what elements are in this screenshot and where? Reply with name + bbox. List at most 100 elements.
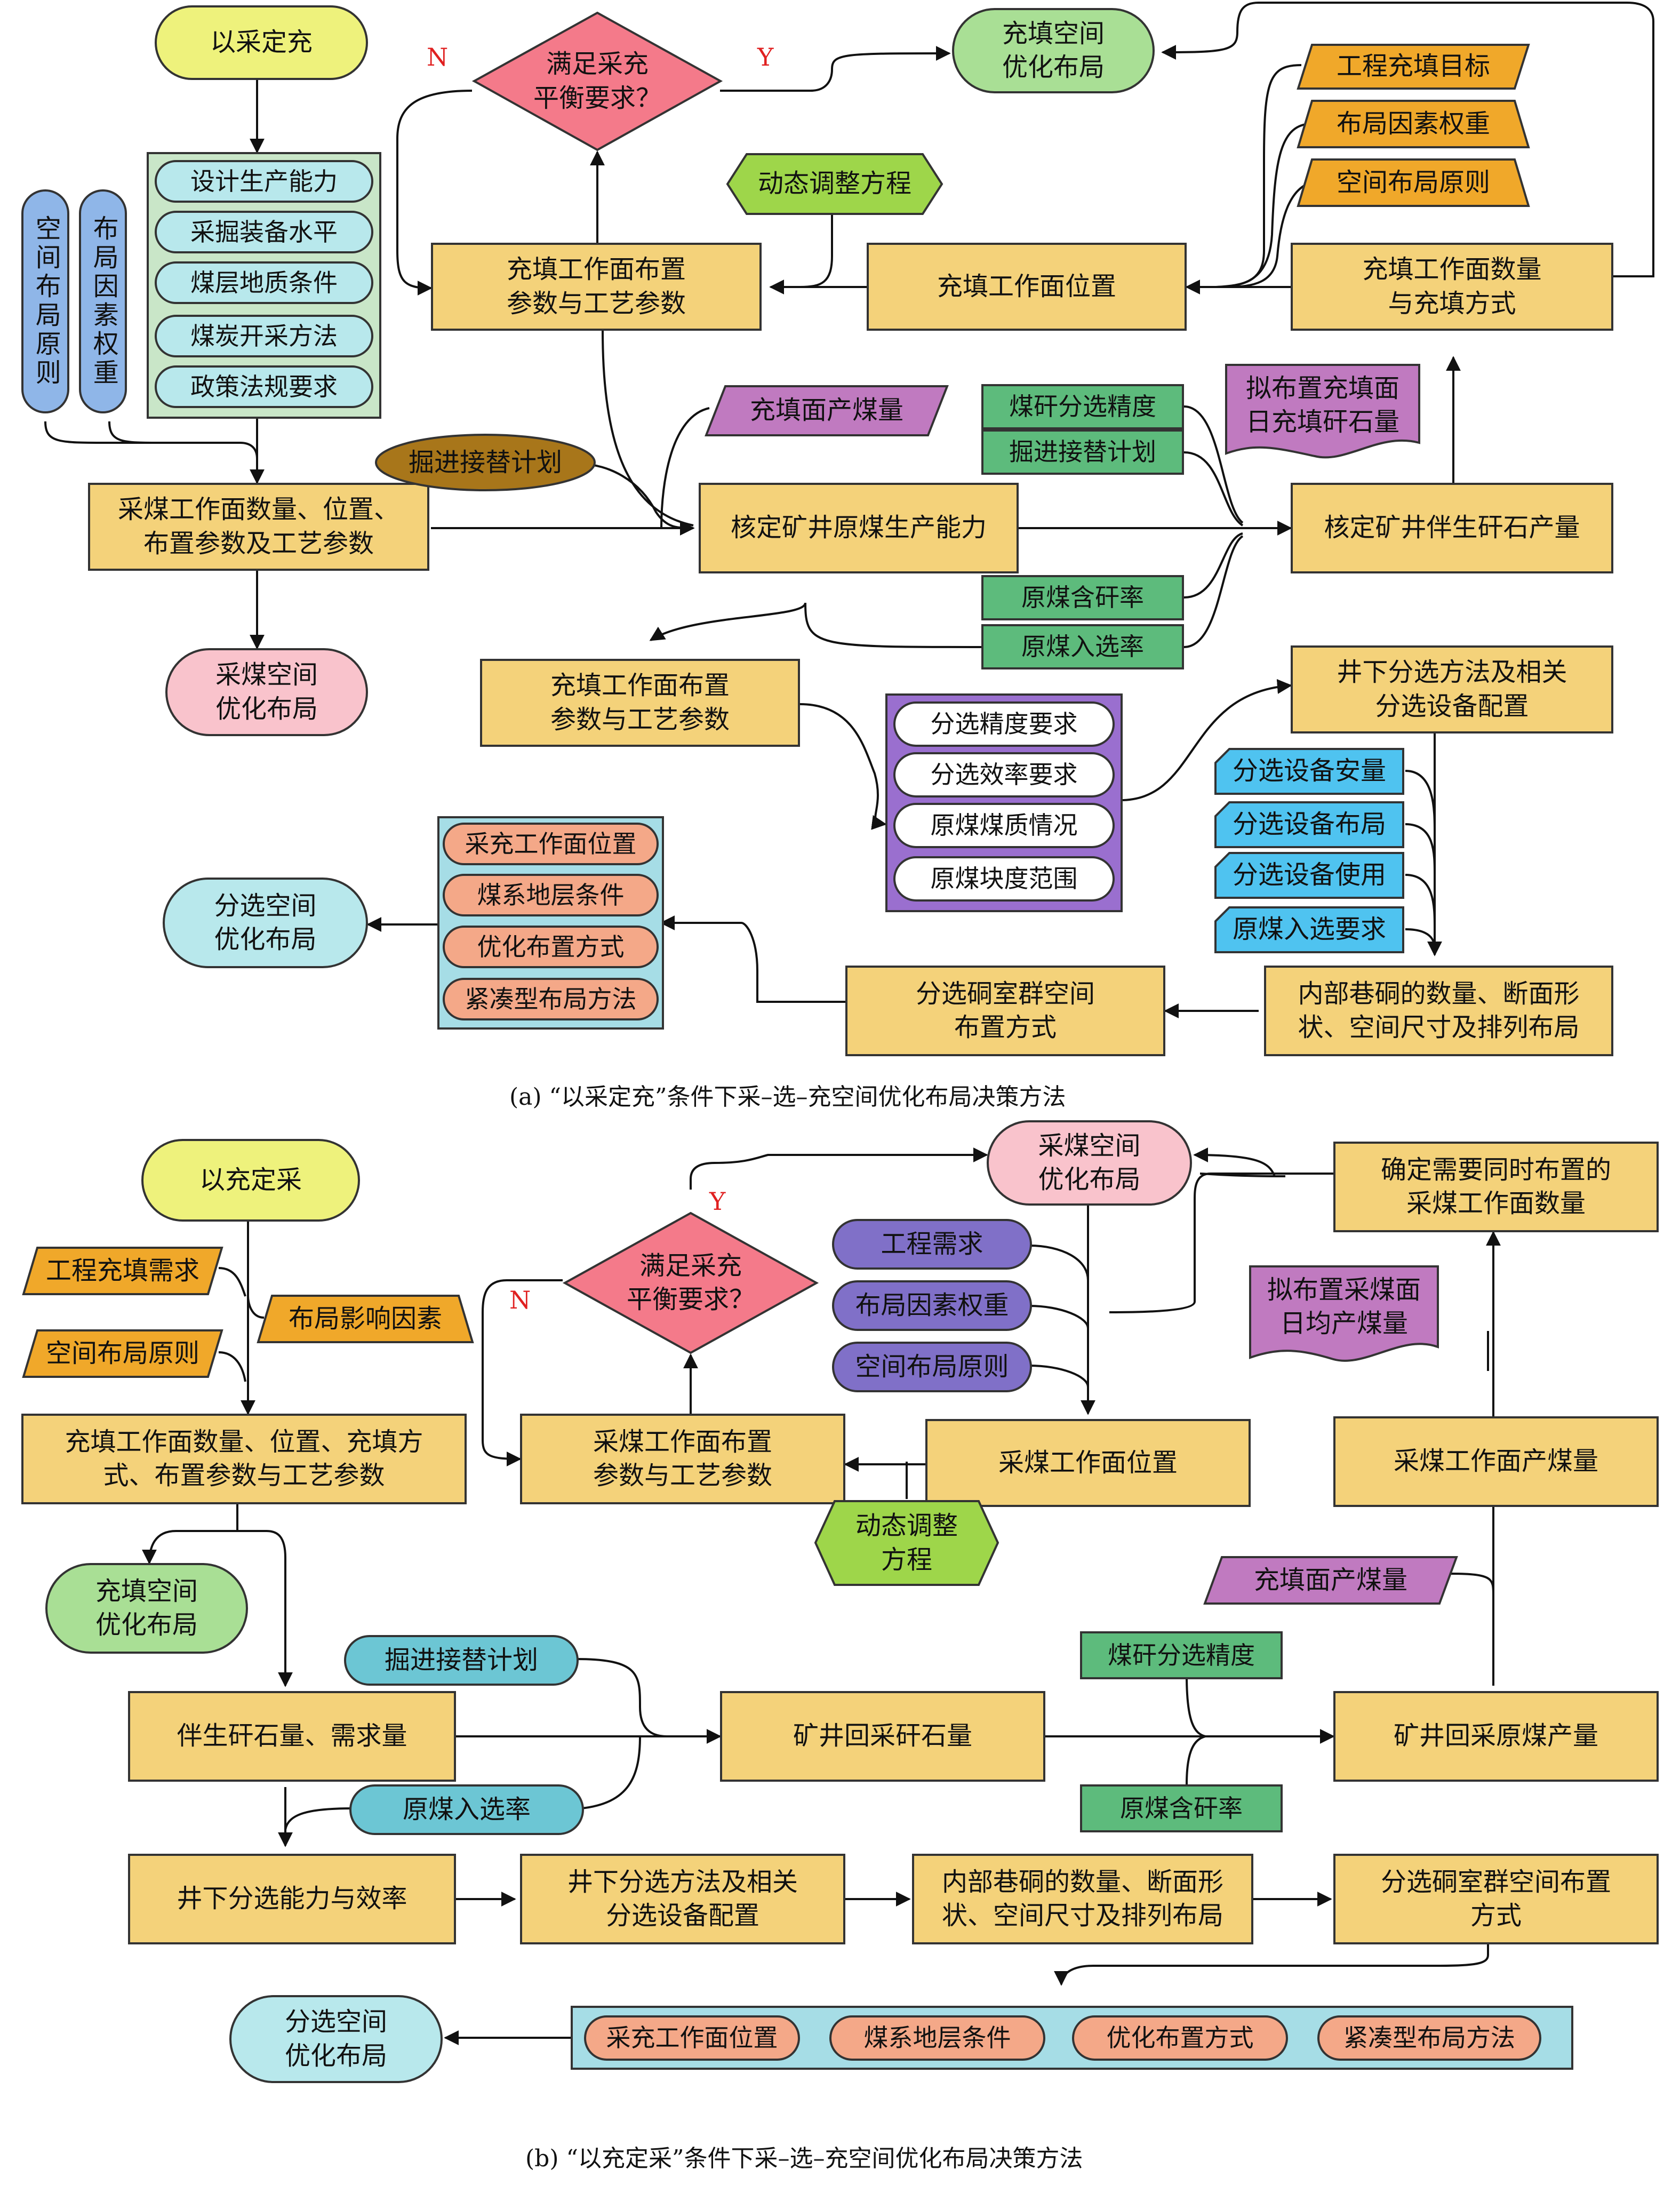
a-tunnels-box: 内部巷硐的数量、断面形 状、空间尺寸及排列布局: [1264, 966, 1613, 1056]
a-goal-3-trap: [1297, 158, 1530, 207]
a-sep-equip-4: 原煤入选要求: [1232, 914, 1386, 945]
b-driving-plan-oval: 掘进接替计划: [344, 1635, 579, 1686]
b-planned-daily-label: 拟布置采煤面 日均产煤量: [1267, 1274, 1421, 1338]
a-decision-label: 满足采充 平衡要求？: [533, 49, 661, 113]
b-opt-item-4: 紧凑型布局方法: [1317, 2015, 1541, 2061]
a-opt-item-4: 紧凑型布局方法: [443, 978, 659, 1020]
a-planned-daily-doc: [1225, 364, 1420, 459]
a-factor-5: 政策法规要求: [155, 365, 373, 408]
b-sep-method-box: 井下分选方法及相关 分选设备配置: [520, 1854, 845, 1944]
a-sep-optimal-terminal: 分选空间 优化布局: [163, 878, 368, 968]
a-decision-diamond: [471, 11, 723, 151]
a-opt-item-3: 优化布置方式: [443, 926, 659, 968]
b-start-terminal: 以充定采: [141, 1139, 360, 1222]
b-mining-optimal-terminal: 采煤空间 优化布局: [987, 1120, 1192, 1206]
a-goal-2-trap: [1297, 100, 1530, 148]
a-sep-equip-1-shape: [1214, 748, 1404, 795]
b-fill-output-para: [1203, 1556, 1458, 1605]
b-opt-item-1: 采充工作面位置: [584, 2015, 800, 2061]
b-recovered-gangue-box: 矿井回采矸石量: [720, 1691, 1045, 1782]
a-opt-item-2: 煤系地层条件: [443, 874, 659, 916]
b-fill-optimal-terminal: 充填空间 优化布局: [45, 1563, 248, 1654]
a-sep-equip-3: 分选设备使用: [1232, 860, 1386, 890]
a-sep-equip-4-shape: [1214, 906, 1404, 953]
b-gangue-demand-box: 伴生矸石量、需求量: [128, 1691, 456, 1782]
a-mining-layout-box: 采煤工作面数量、位置、 布置参数及工艺参数: [88, 483, 429, 571]
a-label-n: N: [427, 43, 449, 71]
a-goal-1-trap: [1297, 44, 1530, 90]
a-label-y: Y: [757, 43, 774, 71]
a-factor-weight-pill: 布局因素权重: [79, 189, 127, 413]
b-planned-daily-doc: [1249, 1265, 1439, 1362]
a-fill-position-box: 充填工作面位置: [867, 243, 1187, 331]
a-sep-req-1: 分选精度要求: [893, 701, 1115, 747]
b-dynamic-adjust-label: 动态调整 方程: [855, 1511, 958, 1575]
b-principle-trap: [22, 1329, 223, 1378]
a-goal-3: 空间布局原则: [1336, 167, 1490, 197]
a-opt-item-1: 采充工作面位置: [443, 823, 659, 865]
a-spatial-principle-pill: 空间布局原则: [21, 189, 69, 413]
b-demand-trap: [22, 1247, 223, 1295]
a-fill-output-label: 充填面产煤量: [749, 395, 903, 426]
a-sep-equip-2-shape: [1214, 801, 1404, 848]
a-goal-1: 工程充填目标: [1336, 51, 1490, 82]
a-sep-method-box: 井下分选方法及相关 分选设备配置: [1291, 645, 1613, 733]
b-influence-label: 布局影响因素: [288, 1303, 442, 1334]
b-purple-item-3: 空间布局原则: [832, 1342, 1032, 1392]
b-sep-optimal-terminal: 分选空间 优化布局: [229, 1995, 443, 2083]
b-purple-item-2: 布局因素权重: [832, 1280, 1032, 1331]
a-mining-optimal-terminal: 采煤空间 优化布局: [165, 648, 368, 736]
b-decision-diamond: [562, 1211, 819, 1354]
b-caption: (b) “以充定采”条件下采–选–充空间优化布局决策方法: [525, 2145, 1083, 2172]
a-fill-count-box: 充填工作面数量 与充填方式: [1291, 243, 1613, 331]
b-dynamic-adjust-hex: [814, 1500, 999, 1586]
a-goal-2: 布局因素权重: [1336, 108, 1490, 139]
b-chamber-box: 分选硐室群空间布置 方式: [1333, 1854, 1659, 1944]
a-verify-capacity-box: 核定矿井原煤生产能力: [699, 483, 1019, 573]
b-washing-rate-oval: 原煤入选率: [349, 1784, 584, 1835]
a-factor-2: 采掘装备水平: [155, 211, 373, 253]
a-sep-req-3: 原煤煤质情况: [893, 803, 1115, 848]
b-opt-item-3: 优化布置方式: [1072, 2015, 1288, 2061]
b-tunnels-box: 内部巷硐的数量、断面形 状、空间尺寸及排列布局: [912, 1854, 1253, 1944]
a-chamber-box: 分选硐室群空间 布置方式: [845, 966, 1165, 1056]
b-sep-capacity-box: 井下分选能力与效率: [128, 1854, 456, 1944]
a-driving-plan-ellipse: [375, 434, 596, 491]
a-factor-3: 煤层地质条件: [155, 261, 373, 304]
b-label-n: N: [509, 1286, 531, 1314]
a-fill-params-box-top: 充填工作面布置 参数与工艺参数: [431, 243, 762, 331]
b-mining-position-box: 采煤工作面位置: [925, 1419, 1251, 1507]
b-confirm-count-box: 确定需要同时布置的 采煤工作面数量: [1333, 1142, 1659, 1232]
b-fill-output-label: 充填面产煤量: [1253, 1565, 1407, 1595]
a-dynamic-adjust-hex: [726, 153, 943, 215]
b-gangue-rate-box: 原煤含矸率: [1080, 1784, 1283, 1832]
a-verify-gangue-box: 核定矿井伴生矸石产量: [1291, 483, 1613, 573]
b-opt-item-2: 煤系地层条件: [829, 2015, 1045, 2061]
b-principle-label: 空间布局原则: [45, 1338, 199, 1368]
b-influence-trap: [257, 1295, 474, 1343]
b-recovered-coal-box: 矿井回采原煤产量: [1333, 1691, 1659, 1782]
a-caption: (a) “以采定充”条件下采–选–充空间优化布局决策方法: [509, 1083, 1066, 1111]
b-label-y: Y: [709, 1187, 726, 1216]
a-planned-daily-label: 拟布置充填面 日充填矸石量: [1245, 373, 1399, 437]
a-sep-req-2: 分选效率要求: [893, 752, 1115, 798]
a-fill-optimal-terminal: 充填空间 优化布局: [952, 8, 1155, 93]
b-mining-output-box: 采煤工作面产煤量: [1333, 1416, 1659, 1507]
b-sep-precision-box: 煤矸分选精度: [1080, 1631, 1283, 1679]
a-sep-equip-2: 分选设备布局: [1232, 809, 1386, 840]
b-mining-params-box: 采煤工作面布置 参数与工艺参数: [520, 1414, 845, 1504]
a-green-item-1: 煤矸分选精度: [981, 384, 1184, 429]
a-green-item-2: 掘进接替计划: [981, 429, 1184, 475]
a-dynamic-adjust-label: 动态调整方程: [757, 169, 911, 199]
a-fill-output-para: [705, 385, 949, 436]
a-green-item-3: 原煤含矸率: [981, 575, 1184, 620]
a-start-terminal: 以采定充: [155, 5, 368, 80]
b-fill-layout-box: 充填工作面数量、位置、充填方 式、布置参数与工艺参数: [21, 1414, 467, 1504]
a-sep-req-4: 原煤块度范围: [893, 856, 1115, 902]
b-purple-item-1: 工程需求: [832, 1219, 1032, 1270]
a-driving-plan-label: 掘进接替计划: [408, 447, 562, 477]
a-factor-4: 煤炭开采方法: [155, 315, 373, 357]
a-green-item-4: 原煤入选率: [981, 624, 1184, 669]
